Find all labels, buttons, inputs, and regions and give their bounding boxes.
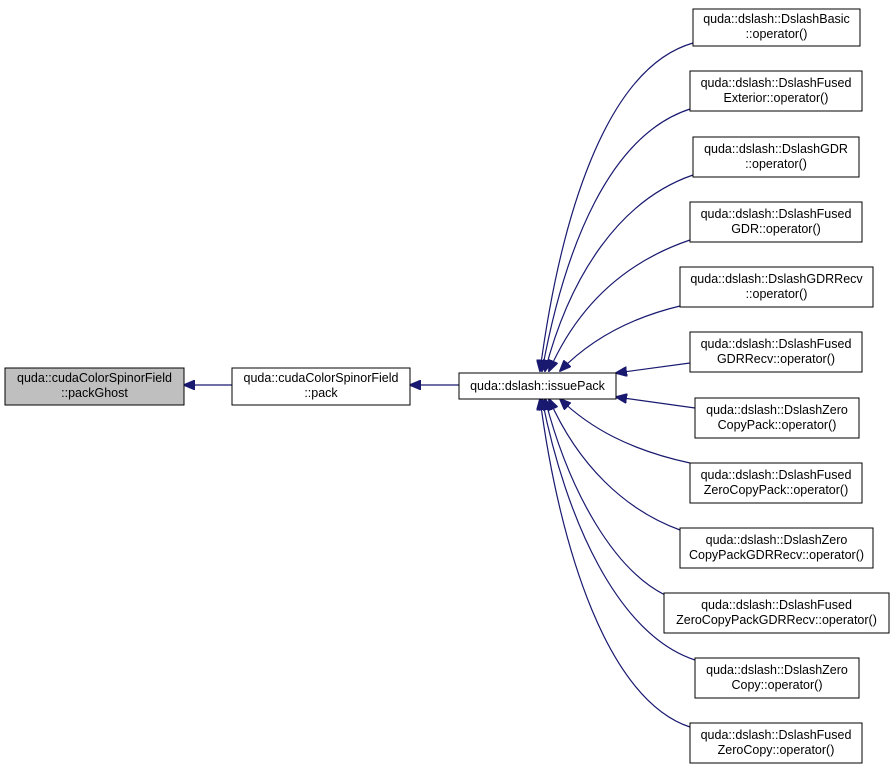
node-issuepack[interactable]: quda::dslash::issuePack [458, 372, 617, 400]
edge-dslashbasic-to-issuepack [540, 42, 694, 371]
node-dslashzerocopypackgdrrecv-line1: quda::dslash::DslashZero [706, 533, 848, 547]
edge-dslashzerocopy-to-issuepack [542, 399, 696, 661]
node-dslashfusedzerocopy-line1: quda::dslash::DslashFused [701, 728, 852, 742]
edge-dslashgdr-to-issuepack [545, 174, 694, 371]
node-pack[interactable]: quda::cudaColorSpinorField ::pack [231, 367, 411, 406]
node-dslashfusedzerocopypack-line1: quda::dslash::DslashFused [701, 468, 852, 482]
node-dslashfusedexterior-line2: Exterior::operator() [724, 91, 829, 105]
node-dslashzerocopypack-line2: CopyPack::operator() [718, 418, 837, 432]
node-dslashzerocopy[interactable]: quda::dslash::DslashZero Copy::operator(… [694, 657, 860, 699]
node-packghost-line2: ::packGhost [61, 386, 128, 400]
node-dslashfusedgdrrecv[interactable]: quda::dslash::DslashFused GDRRecv::opera… [689, 331, 863, 373]
node-dslashfusedgdrrecv-line1: quda::dslash::DslashFused [701, 337, 852, 351]
node-pack-line2: ::pack [304, 386, 338, 400]
node-dslashfusedgdrrecv-line2: GDRRecv::operator() [717, 352, 835, 366]
node-dslashzerocopypack-line1: quda::dslash::DslashZero [706, 403, 848, 417]
node-dslashbasic-line2: ::operator() [746, 27, 808, 41]
node-packghost-line1: quda::cudaColorSpinorField [17, 371, 172, 385]
node-dslashgdrrecv[interactable]: quda::dslash::DslashGDRRecv ::operator() [679, 266, 874, 308]
node-dslashgdrrecv-line2: ::operator() [746, 287, 808, 301]
edge-dslashfusedgdr-to-issuepack [549, 239, 691, 371]
edge-dslashzerocopypackgdrrecv-to-issuepack [549, 399, 681, 531]
edge-dslashfusedzerocopypack-to-issuepack [560, 399, 691, 464]
node-dslashfusedexterior-line1: quda::dslash::DslashFused [701, 76, 852, 90]
node-dslashfusedzerocopypackgdrrecv-line2: ZeroCopyPackGDRRecv::operator() [676, 613, 877, 627]
edge-dslashfusedgdrrecv-to-issuepack [616, 362, 691, 373]
node-dslashfusedzerocopypackgdrrecv-line1: quda::dslash::DslashFused [701, 598, 852, 612]
node-dslashgdr-line2: ::operator() [745, 157, 807, 171]
node-dslashfusedexterior[interactable]: quda::dslash::DslashFused Exterior::oper… [689, 70, 863, 112]
node-dslashzerocopy-line1: quda::dslash::DslashZero [706, 663, 848, 677]
node-dslashzerocopypackgdrrecv-line2: CopyPackGDRRecv::operator() [689, 548, 864, 562]
node-dslashzerocopypackgdrrecv[interactable]: quda::dslash::DslashZero CopyPackGDRRecv… [679, 527, 874, 569]
edge-dslashfusedexterior-to-issuepack [542, 108, 691, 371]
node-pack-line1: quda::cudaColorSpinorField [244, 371, 399, 385]
node-dslashfusedzerocopypack[interactable]: quda::dslash::DslashFused ZeroCopyPack::… [689, 462, 863, 504]
node-dslashgdr[interactable]: quda::dslash::DslashGDR ::operator() [692, 136, 860, 178]
node-dslashfusedgdr-line1: quda::dslash::DslashFused [701, 207, 852, 221]
node-dslashgdr-line1: quda::dslash::DslashGDR [704, 142, 848, 156]
node-packghost[interactable]: quda::cudaColorSpinorField ::packGhost [4, 367, 185, 406]
node-dslashbasic-line1: quda::dslash::DslashBasic [703, 12, 850, 26]
node-dslashfusedzerocopy[interactable]: quda::dslash::DslashFused ZeroCopy::oper… [689, 722, 863, 764]
node-dslashbasic[interactable]: quda::dslash::DslashBasic ::operator() [692, 8, 861, 47]
edge-dslashfusedzerocopy-to-issuepack [540, 399, 691, 728]
node-issuepack-line1: quda::dslash::issuePack [470, 379, 606, 393]
node-dslashfusedzerocopypack-line2: ZeroCopyPack::operator() [704, 483, 849, 497]
edge-dslashzerocopypack-to-issuepack [616, 397, 696, 409]
node-dslashzerocopy-line2: Copy::operator() [731, 678, 822, 692]
node-dslashzerocopypack[interactable]: quda::dslash::DslashZero CopyPack::opera… [694, 397, 860, 439]
node-dslashfusedgdr-line2: GDR::operator() [731, 222, 821, 236]
edge-layer [184, 42, 696, 728]
node-dslashfusedgdr[interactable]: quda::dslash::DslashFused GDR::operator(… [689, 201, 863, 243]
edge-dslashgdrrecv-to-issuepack [560, 305, 681, 371]
node-dslashfusedzerocopy-line2: ZeroCopy::operator() [718, 743, 835, 757]
node-dslashgdrrecv-line1: quda::dslash::DslashGDRRecv [690, 272, 863, 286]
node-dslashfusedzerocopypackgdrrecv[interactable]: quda::dslash::DslashFused ZeroCopyPackGD… [663, 592, 890, 634]
edge-dslashfusedzerocopypackgdrrecv-to-issuepack [545, 399, 666, 596]
